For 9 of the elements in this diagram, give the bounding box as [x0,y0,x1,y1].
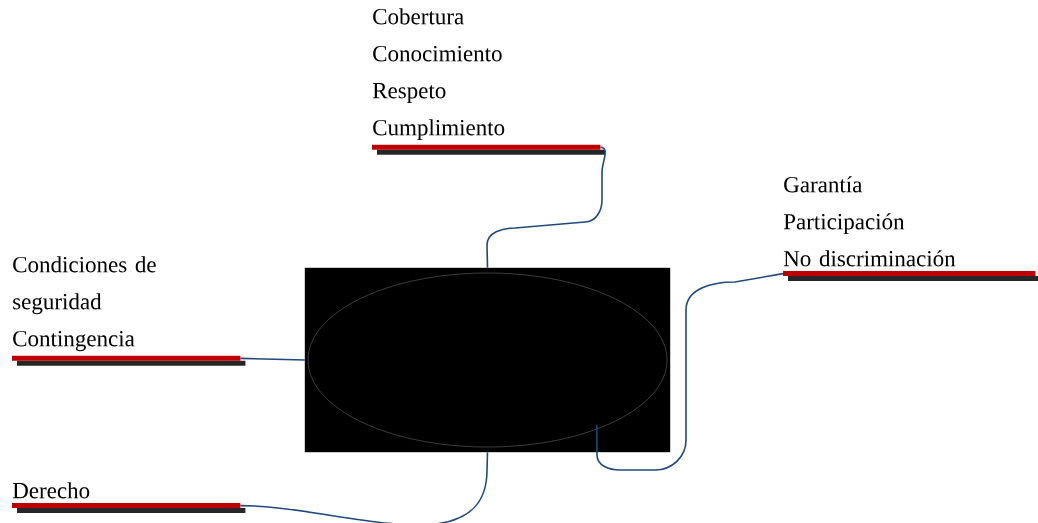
underlined-text-block: Cobertura Conocimiento Respeto Cumplimiento [372,8,606,155]
connector-line [239,357,306,361]
filled-box [304,267,671,453]
connector-line [596,272,784,471]
underlined-text-block: Condiciones de seguridad Contingencia [12,256,246,366]
underlined-text-block: Garantía Participación No discriminación [783,176,1038,282]
connector-line [486,146,606,269]
underlined-text-block: Derecho [12,482,246,514]
connector-line [239,451,489,523]
